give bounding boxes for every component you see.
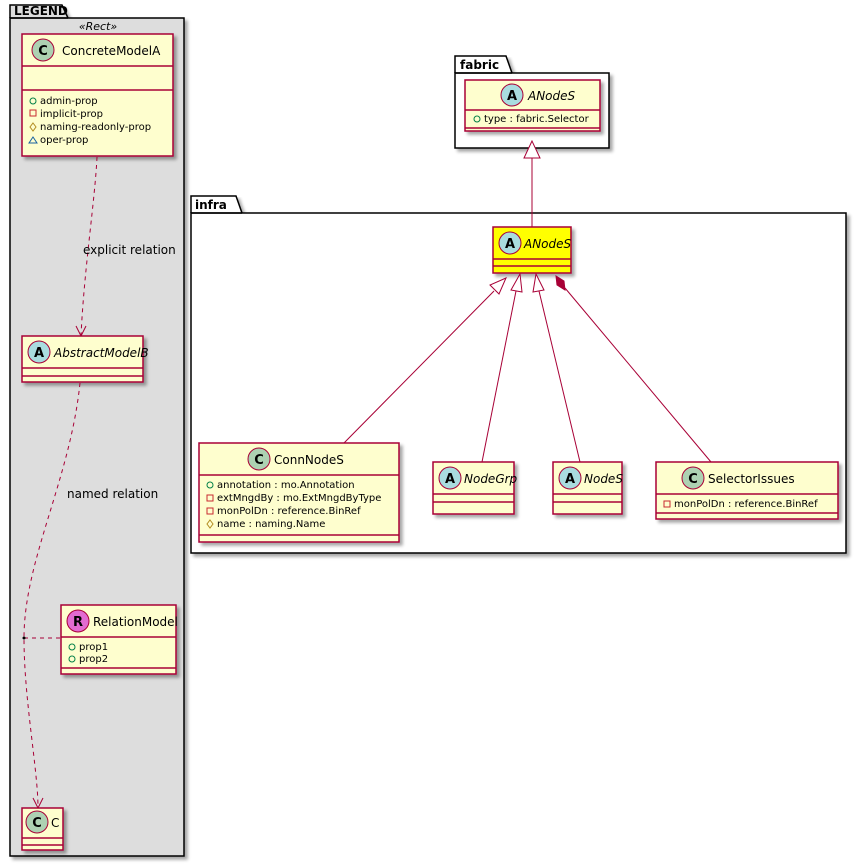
edge-inheritance-nodegrp: [481, 272, 523, 463]
private-icon: [663, 500, 671, 508]
class-name: C: [51, 816, 59, 830]
class-selectorissues[interactable]: C SelectorIssues monPolDn : reference.Bi…: [655, 461, 839, 520]
class-fabric-anodes[interactable]: A ANodeS type : fabric.Selector: [464, 79, 601, 132]
abstract-icon: A: [505, 237, 515, 252]
class-nodes[interactable]: A NodeS: [552, 461, 623, 515]
attribute: prop1: [79, 642, 108, 653]
class-name: ConnNodeS: [274, 453, 344, 467]
abstract-icon: A: [34, 346, 44, 361]
abstract-icon: A: [445, 472, 455, 487]
attribute: implicit-prop: [40, 109, 103, 120]
class-name: SelectorIssues: [708, 472, 795, 486]
class-connnodes[interactable]: C ConnNodeS annotation : mo.Annotation e…: [198, 442, 400, 543]
class-name: ConcreteModelA: [62, 44, 161, 58]
public-icon: [68, 655, 76, 663]
class-name: NodeGrp: [464, 472, 518, 486]
private-icon: [29, 109, 37, 117]
class-abstract-model-b[interactable]: A AbstractModelB: [21, 335, 149, 383]
edge-inheritance-infra-to-fabric: [523, 139, 541, 227]
relation-label: explicit relation: [83, 243, 176, 257]
class-name: ANodeS: [523, 237, 572, 251]
package-name: infra: [195, 198, 227, 212]
class-name: AbstractModelB: [53, 346, 149, 360]
class-icon: C: [38, 44, 48, 59]
class-icon: C: [32, 816, 42, 831]
relation-icon: R: [73, 615, 83, 630]
private-icon: [206, 494, 214, 502]
attribute: type : fabric.Selector: [484, 114, 590, 125]
public-icon: [68, 643, 76, 651]
class-icon: C: [254, 453, 264, 468]
package-icon: [28, 136, 38, 144]
package-name: fabric: [460, 58, 499, 72]
public-icon: [29, 97, 37, 105]
edge-inheritance-nodes: [532, 272, 581, 463]
public-icon: [206, 481, 214, 489]
attribute: monPolDn : reference.BinRef: [674, 499, 818, 510]
legend-stereotype: «Rect»: [79, 20, 118, 33]
edge-composition-selectorissues: [555, 275, 712, 463]
class-c[interactable]: C C: [21, 807, 64, 851]
attribute: oper-prop: [40, 135, 88, 146]
legend-title: LEGEND: [14, 4, 68, 18]
class-relation-model[interactable]: R RelationModel prop1 prop2: [60, 604, 178, 675]
edge-inheritance-connnodes: [343, 277, 507, 444]
abstract-icon: A: [507, 89, 517, 104]
relation-named: named relation: [22, 382, 158, 810]
class-name: RelationModel: [93, 615, 178, 629]
relation-explicit: explicit relation: [75, 156, 176, 338]
attribute: extMngdBy : mo.ExtMngdByType: [217, 493, 381, 504]
protected-icon: [206, 519, 214, 529]
abstract-icon: A: [565, 472, 575, 487]
class-concrete-model-a[interactable]: C ConcreteModelA admin-prop implicit-pro…: [21, 33, 174, 157]
attribute: naming-readonly-prop: [40, 122, 151, 133]
public-icon: [473, 115, 481, 123]
private-icon: [206, 507, 214, 515]
attribute: monPolDn : reference.BinRef: [217, 506, 361, 517]
class-icon: C: [688, 472, 698, 487]
attribute: prop2: [79, 654, 108, 665]
attribute: annotation : mo.Annotation: [217, 480, 355, 491]
class-nodegrp[interactable]: A NodeGrp: [432, 461, 518, 515]
attribute: admin-prop: [40, 96, 98, 107]
protected-icon: [29, 122, 37, 132]
class-name: ANodeS: [527, 89, 576, 103]
relation-label: named relation: [67, 487, 158, 501]
class-name: NodeS: [584, 472, 623, 486]
class-infra-anodes[interactable]: A ANodeS: [492, 226, 572, 274]
attribute: name : naming.Name: [217, 519, 325, 530]
